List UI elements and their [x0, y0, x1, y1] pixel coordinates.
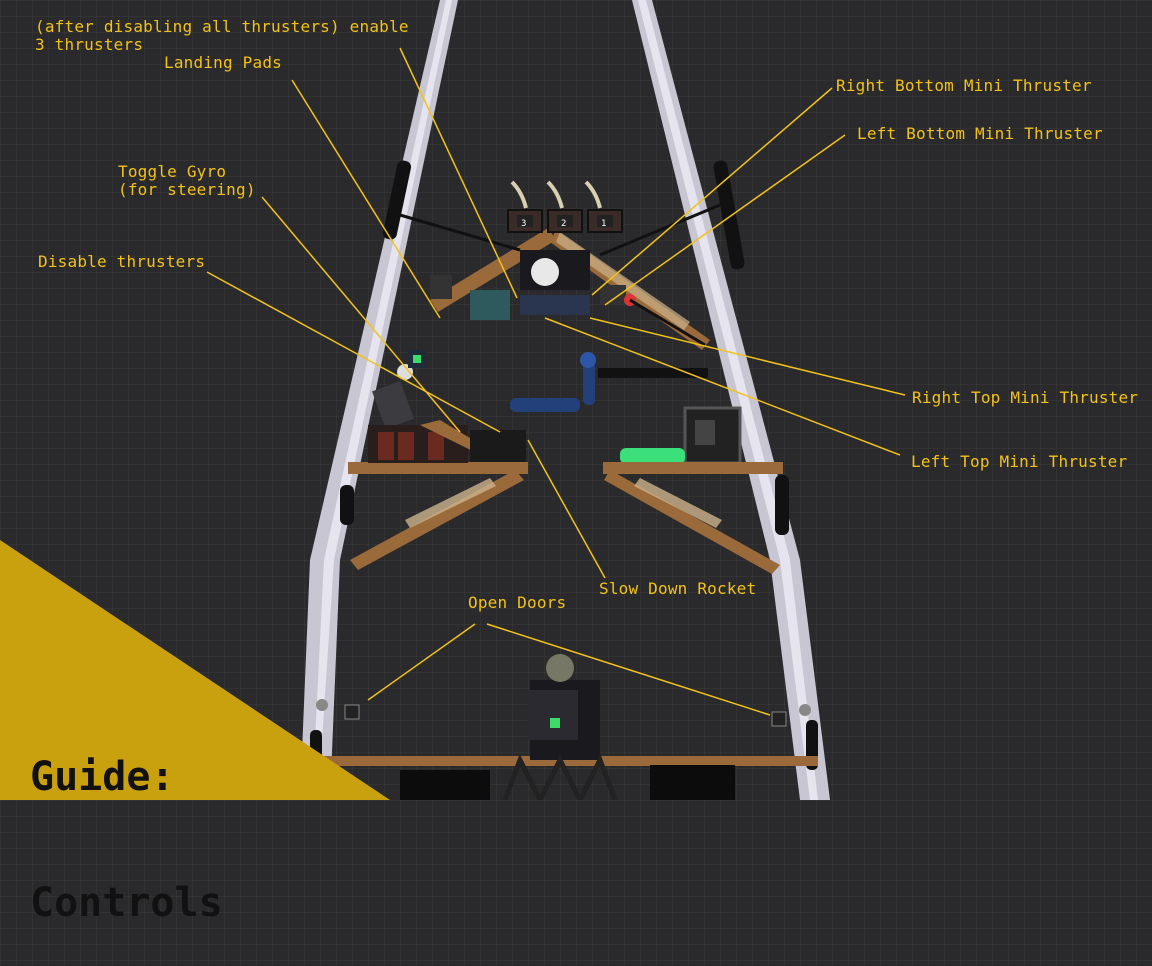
bottom-section	[316, 654, 818, 800]
label-slow-down-rocket: Slow Down Rocket	[599, 579, 757, 598]
cockpit-cluster	[430, 250, 636, 320]
mid-body	[372, 350, 742, 465]
rocket-scene: 3 2 1	[206, 0, 906, 800]
label-toggle-gyro: Toggle Gyro (for steering)	[118, 162, 256, 199]
guide-title: Guide: Controls	[30, 672, 223, 966]
thruster-button-1[interactable]: 1	[601, 219, 606, 229]
lower-deck	[348, 420, 783, 574]
label-left-bottom-mini-thruster: Left Bottom Mini Thruster	[857, 124, 1103, 143]
label-left-top-mini-thruster: Left Top Mini Thruster	[911, 452, 1128, 471]
guide-title-line1: Guide:	[30, 754, 175, 800]
label-right-top-mini-thruster: Right Top Mini Thruster	[912, 388, 1139, 407]
label-landing-pads: Landing Pads	[164, 53, 282, 72]
guide-title-line2: Controls	[30, 880, 223, 926]
thruster-button-2[interactable]: 2	[561, 219, 566, 229]
leader-lines	[206, 47, 906, 716]
label-after-disabling: (after disabling all thrusters) enable 3…	[35, 17, 409, 54]
label-open-doors: Open Doors	[468, 593, 567, 612]
linkage-arms	[399, 203, 721, 347]
label-right-bottom-mini-thruster: Right Bottom Mini Thruster	[836, 76, 1092, 95]
right-frame-beam	[632, 0, 830, 800]
label-disable-thrusters: Disable thrusters	[38, 252, 206, 271]
thruster-button-3[interactable]: 3	[521, 219, 526, 229]
thruster-button-panel	[507, 180, 623, 233]
